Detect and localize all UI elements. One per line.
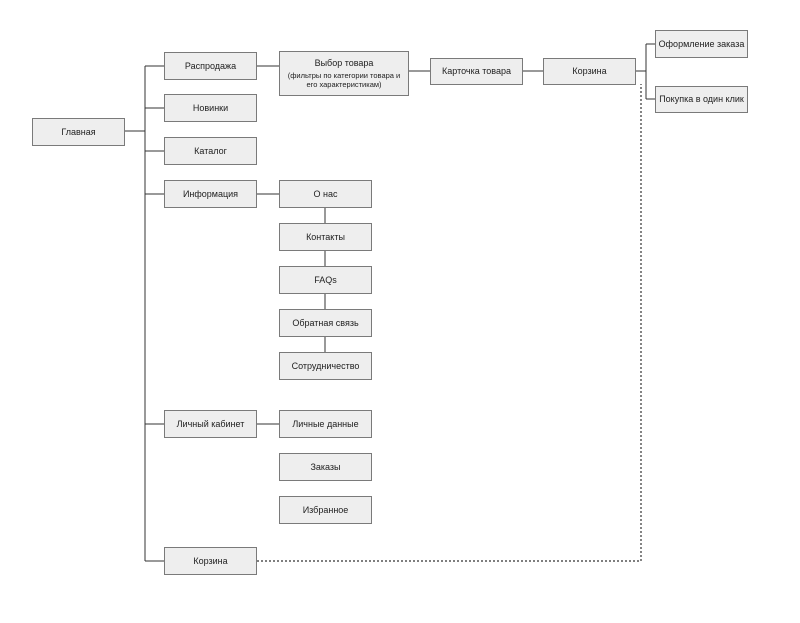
node-orders-label: Заказы (310, 461, 341, 472)
node-faqs: FAQs (279, 266, 372, 294)
node-cabinet-label: Личный кабинет (176, 418, 245, 429)
node-cart-bottom: Корзина (164, 547, 257, 575)
node-cabinet: Личный кабинет (164, 410, 257, 438)
node-product-card: Карточка товара (430, 58, 523, 85)
node-cart-bottom-label: Корзина (193, 555, 228, 566)
node-partnership: Сотрудничество (279, 352, 372, 380)
node-info-label: Информация (182, 188, 239, 199)
node-faqs-label: FAQs (314, 274, 337, 285)
node-product-select-label: Выбор товара (314, 58, 374, 68)
node-product-select-sub: (фильтры по категории товара и его харак… (287, 71, 401, 89)
node-personal-data: Личные данные (279, 410, 372, 438)
node-cart-label: Корзина (572, 66, 607, 76)
node-about: О нас (279, 180, 372, 208)
node-new-label: Новинки (192, 102, 229, 113)
node-partnership-label: Сотрудничество (291, 360, 360, 371)
node-contacts-label: Контакты (306, 231, 345, 242)
node-info: Информация (164, 180, 257, 208)
node-home: Главная (32, 118, 125, 146)
node-favorites: Избранное (279, 496, 372, 524)
node-checkout: Оформление заказа (655, 30, 748, 58)
node-personal-data-label: Личные данные (292, 418, 359, 429)
node-product-select: Выбор товара (фильтры по категории товар… (279, 51, 409, 96)
node-orders: Заказы (279, 453, 372, 481)
node-checkout-label: Оформление заказа (658, 38, 745, 49)
node-one-click: Покупка в один клик (655, 86, 748, 113)
node-about-label: О нас (313, 188, 338, 199)
node-cart: Корзина (543, 58, 636, 85)
node-catalog: Каталог (164, 137, 257, 165)
node-feedback: Обратная связь (279, 309, 372, 337)
node-new: Новинки (164, 94, 257, 122)
node-product-card-label: Карточка товара (442, 66, 511, 76)
node-home-label: Главная (61, 126, 96, 137)
node-sale: Распродажа (164, 52, 257, 80)
node-catalog-label: Каталог (194, 145, 227, 156)
node-sale-label: Распродажа (184, 60, 237, 71)
node-feedback-label: Обратная связь (292, 317, 359, 328)
node-contacts: Контакты (279, 223, 372, 251)
node-one-click-label: Покупка в один клик (659, 94, 744, 104)
node-favorites-label: Избранное (302, 504, 349, 515)
